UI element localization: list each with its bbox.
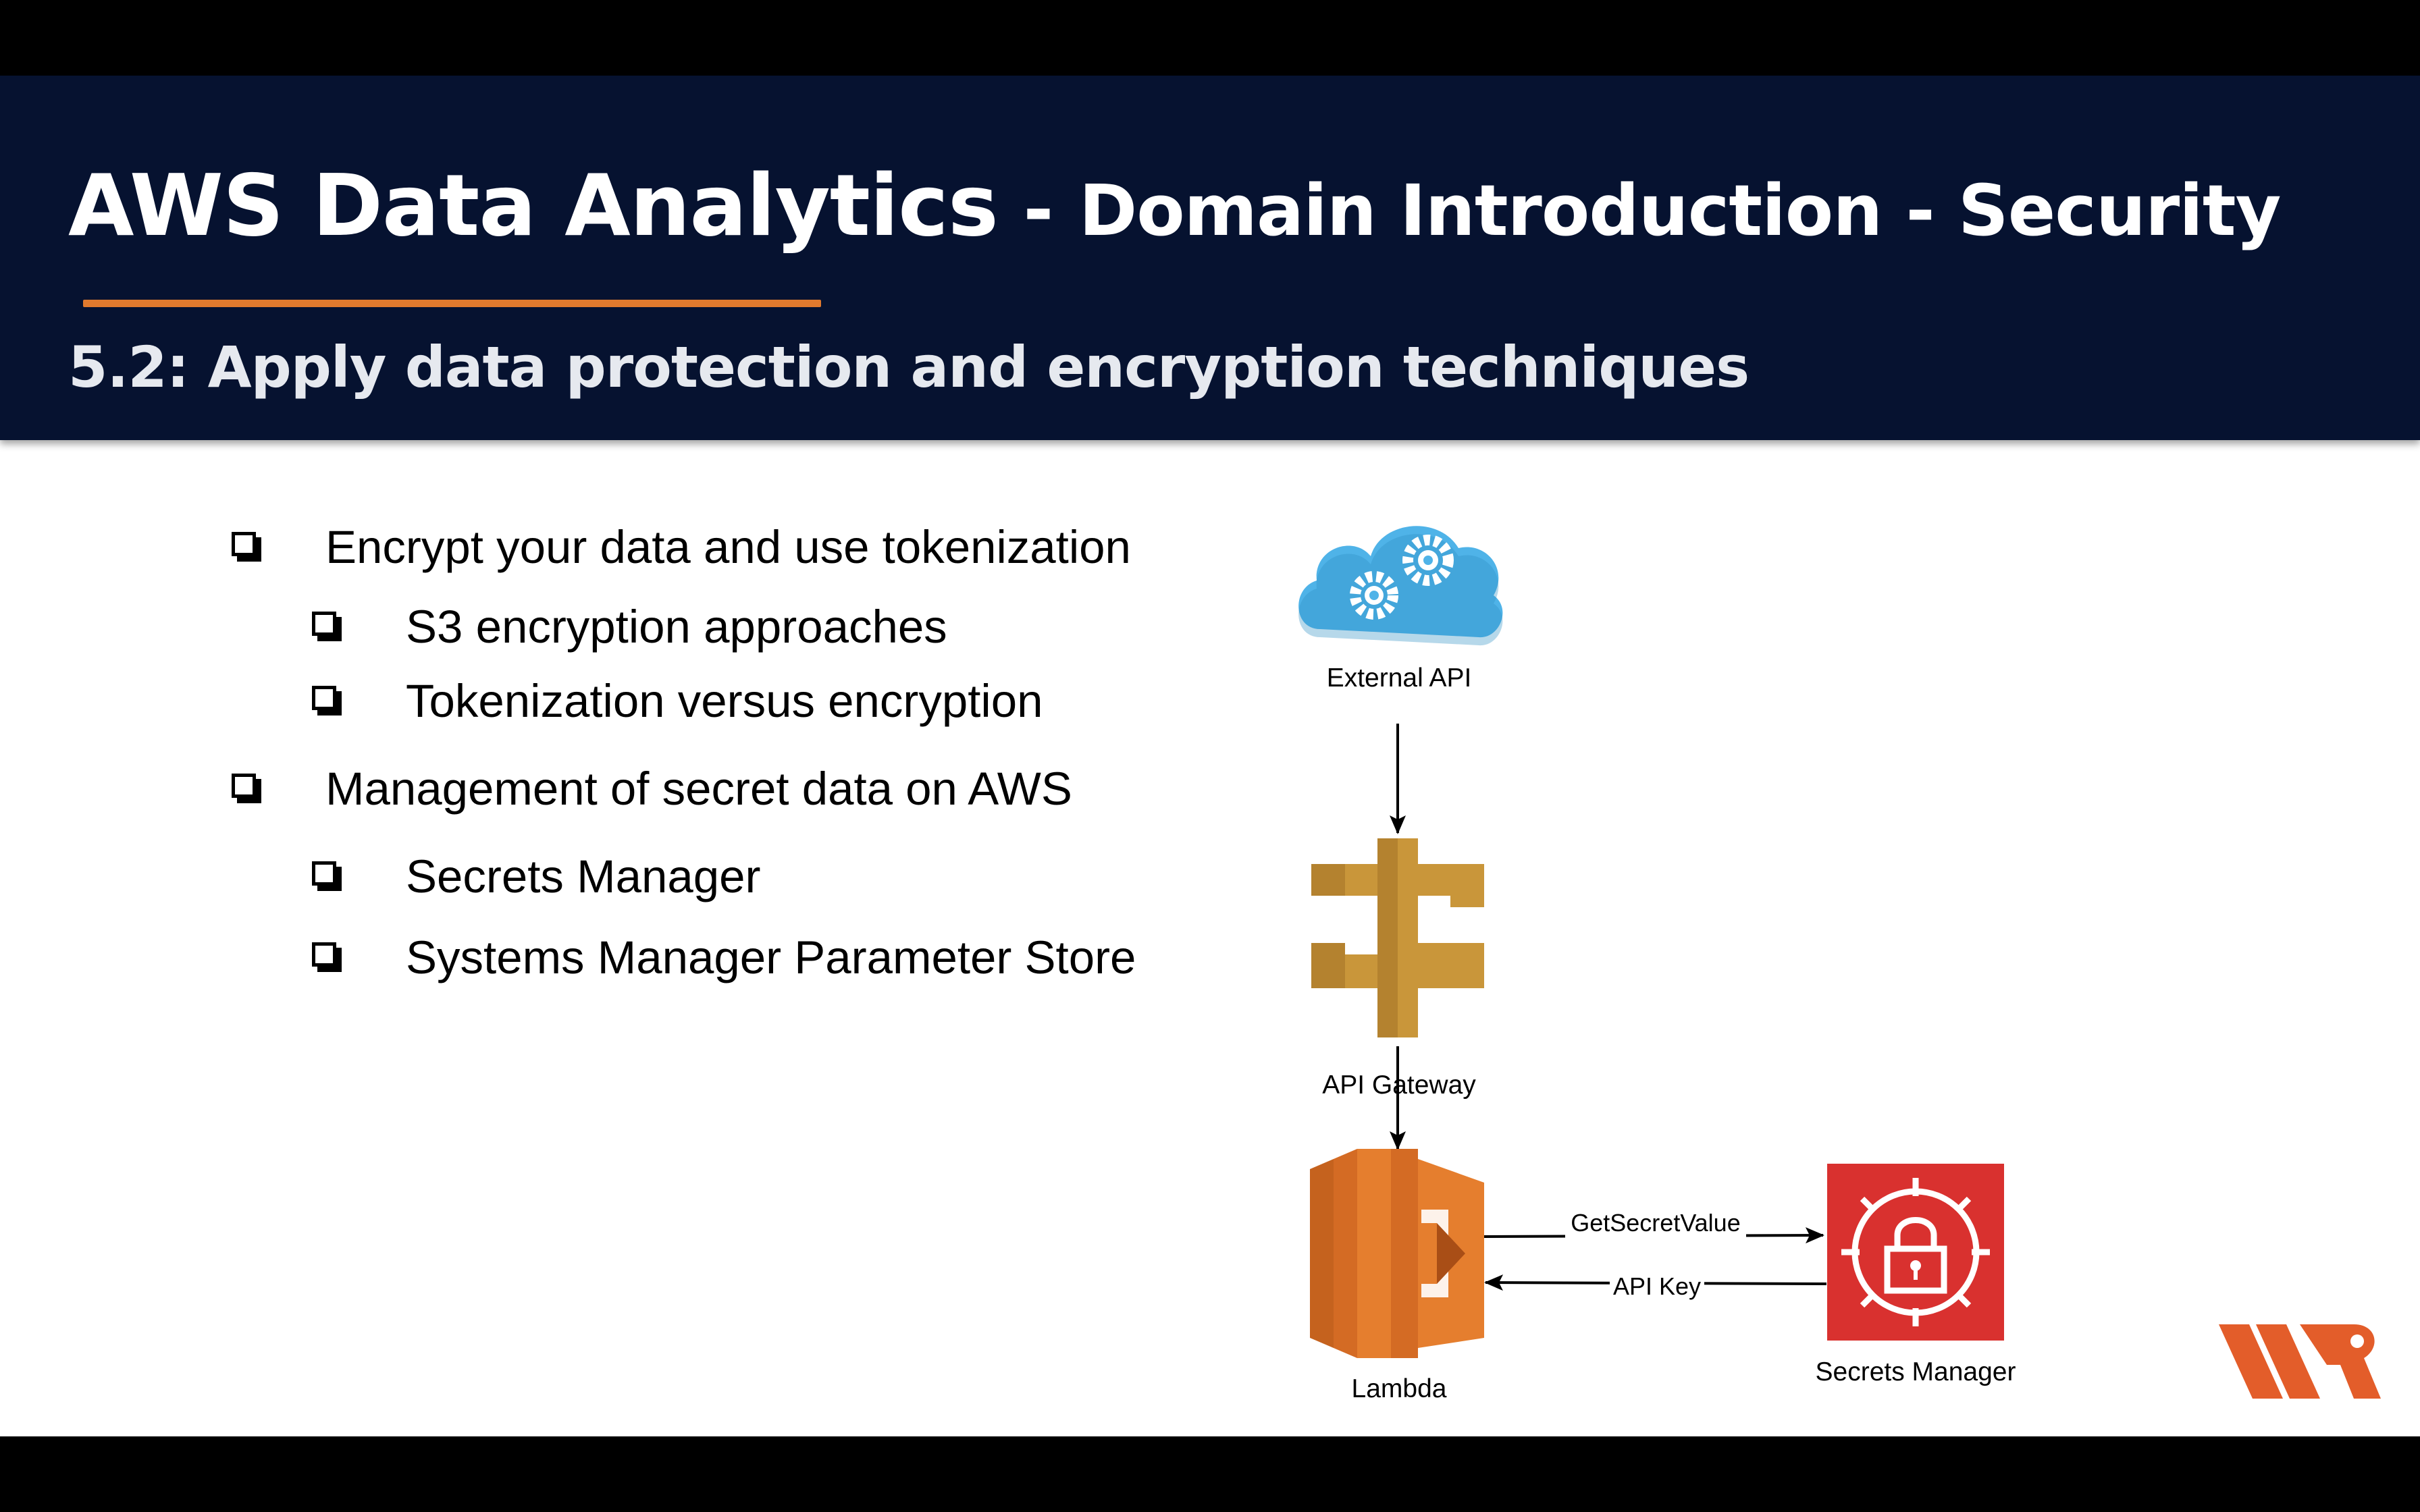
bullet-item-level2: Systems Manager Parameter Store [406, 932, 1136, 983]
title-separator: - [997, 168, 1079, 252]
checkbox-bullet-icon [312, 612, 336, 636]
slide-subtitle: 5.2: Apply data protection and encryptio… [68, 334, 1750, 400]
bullet-item-level1: Encrypt your data and use tokenization [325, 521, 1131, 573]
bullet-item-level2: S3 encryption approaches [406, 601, 947, 653]
bottom-letterbox [0, 1436, 2420, 1512]
checkbox-bullet-icon [312, 686, 336, 710]
node-api-gateway: API Gateway [1311, 838, 1484, 1100]
bullet-item-level2: Tokenization versus encryption [406, 675, 1043, 727]
edge-label-text: API Key [1613, 1272, 1701, 1300]
edge-label-api-key: API Key [1610, 1269, 1704, 1303]
node-label-external-api: External API [1327, 664, 1472, 693]
secrets-manager-icon [1827, 1164, 2004, 1341]
checkbox-bullet-icon [232, 532, 256, 556]
checkbox-bullet-icon [312, 942, 336, 967]
edge-label-getsecretvalue: GetSecretValue [1565, 1206, 1746, 1239]
cloud-gears-icon [1298, 526, 1503, 646]
node-label-api-gateway: API Gateway [1322, 1071, 1476, 1100]
slide: AWS Data Analytics - Domain Introduction… [0, 76, 2420, 1436]
title-underline [83, 300, 821, 307]
brand-logo-icon [2219, 1324, 2381, 1399]
api-gateway-icon [1311, 838, 1484, 1037]
title-sub: Domain Introduction - Security [1078, 169, 2282, 252]
architecture-diagram: External API API Gateway Lamb [1298, 526, 2016, 1403]
bullet-item-level2: Secrets Manager [406, 850, 761, 902]
title-main: AWS Data Analytics [68, 156, 999, 255]
node-external-api: External API [1298, 526, 1503, 693]
bullet-item-level1: Management of secret data on AWS [325, 763, 1072, 815]
node-secrets-manager: Secrets Manager [1816, 1164, 2016, 1386]
slide-title: AWS Data Analytics - Domain Introduction… [68, 163, 2281, 248]
node-lambda: Lambda [1310, 1149, 1484, 1403]
lambda-icon [1310, 1149, 1484, 1358]
node-label-secrets-manager: Secrets Manager [1816, 1357, 2016, 1386]
top-letterbox [0, 0, 2420, 76]
node-label-lambda: Lambda [1352, 1374, 1447, 1403]
checkbox-bullet-icon [232, 774, 256, 798]
checkbox-bullet-icon [312, 861, 336, 886]
edge-label-text: GetSecretValue [1571, 1209, 1740, 1237]
slide-header: AWS Data Analytics - Domain Introduction… [0, 76, 2420, 440]
